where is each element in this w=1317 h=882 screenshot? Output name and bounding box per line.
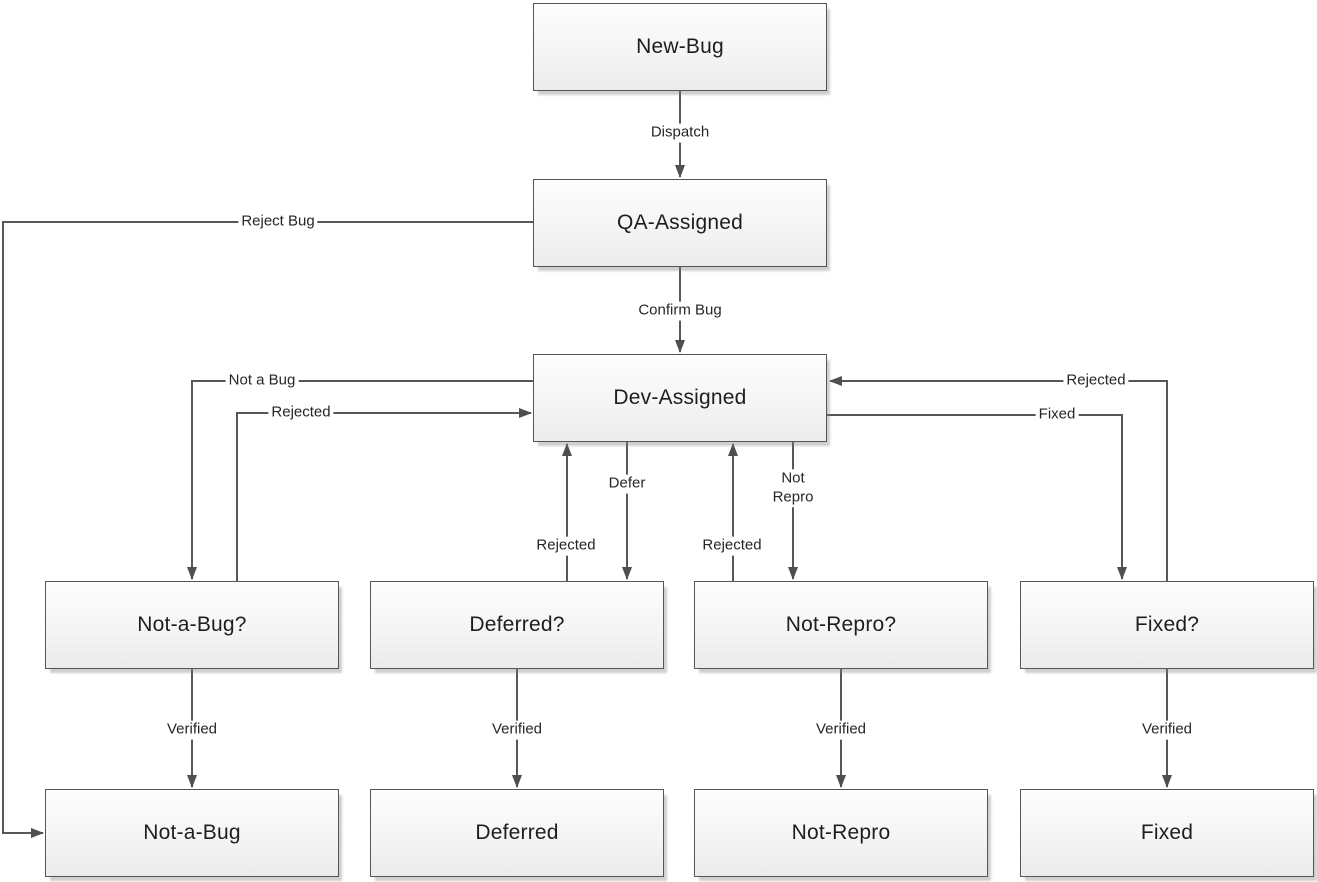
- node-new-bug-label: New-Bug: [636, 35, 724, 58]
- edge-label-rejected-from-not-repro: Rejected: [699, 536, 765, 556]
- node-new-bug: New-Bug: [533, 3, 827, 91]
- node-not-repro-question-label: Not-Repro?: [785, 613, 897, 636]
- node-dev-assigned: Dev-Assigned: [533, 354, 827, 442]
- node-qa-assigned-label: QA-Assigned: [617, 211, 743, 234]
- node-not-repro-label: Not-Repro: [791, 821, 891, 844]
- node-not-a-bug: Not-a-Bug: [45, 789, 339, 877]
- edge-rejected-from-not-a-bug-line: [236, 408, 532, 581]
- edge-reject-bug-line: [2, 221, 533, 838]
- edge-label-defer: Defer: [605, 474, 649, 494]
- edge-label-not-repro: Not Repro: [763, 469, 823, 507]
- edge-label-verified-deferred: Verified: [488, 720, 546, 740]
- node-not-a-bug-label: Not-a-Bug: [143, 821, 241, 844]
- edge-label-dispatch: Dispatch: [647, 123, 713, 143]
- node-deferred-question-label: Deferred?: [469, 613, 565, 636]
- node-deferred-question: Deferred?: [370, 581, 664, 669]
- edge-label-not-a-bug: Not a Bug: [225, 371, 299, 391]
- edge-label-verified-fixed: Verified: [1138, 720, 1196, 740]
- edge-label-confirm-bug: Confirm Bug: [635, 301, 725, 321]
- node-not-a-bug-question: Not-a-Bug?: [45, 581, 339, 669]
- edge-label-fixed: Fixed: [1035, 405, 1079, 425]
- node-fixed-label: Fixed: [1140, 821, 1194, 844]
- edge-label-rejected-from-fixed: Rejected: [1063, 371, 1129, 391]
- edge-label-reject-bug: Reject Bug: [238, 212, 318, 232]
- node-not-repro: Not-Repro: [694, 789, 988, 877]
- node-not-a-bug-question-label: Not-a-Bug?: [137, 613, 247, 636]
- edge-not-a-bug-line: [187, 380, 533, 580]
- edge-fixed-line: [827, 414, 1127, 580]
- edge-label-rejected-from-not-a-bug: Rejected: [268, 403, 334, 423]
- edge-label-rejected-from-deferred: Rejected: [533, 536, 599, 556]
- edge-rejected-from-fixed-line: [829, 376, 1168, 581]
- node-qa-assigned: QA-Assigned: [533, 179, 827, 267]
- node-deferred-label: Deferred: [475, 821, 559, 844]
- node-not-repro-question: Not-Repro?: [694, 581, 988, 669]
- node-fixed-question: Fixed?: [1020, 581, 1314, 669]
- node-dev-assigned-label: Dev-Assigned: [613, 386, 747, 409]
- node-fixed-question-label: Fixed?: [1134, 613, 1200, 636]
- edge-label-verified-not-a-bug: Verified: [163, 720, 221, 740]
- edge-label-verified-not-repro: Verified: [812, 720, 870, 740]
- node-fixed: Fixed: [1020, 789, 1314, 877]
- node-deferred: Deferred: [370, 789, 664, 877]
